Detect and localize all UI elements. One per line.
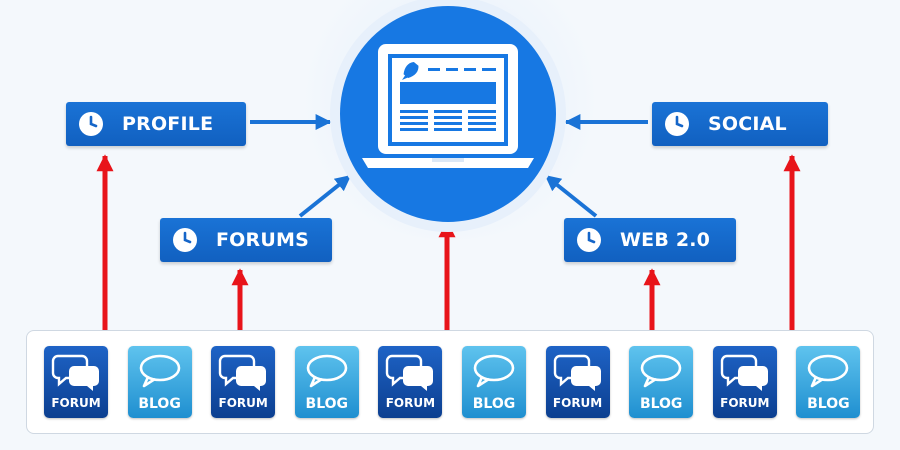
clock-icon xyxy=(79,112,103,136)
arrow-forums-to-hub xyxy=(298,174,352,218)
chat-bubble-icon xyxy=(473,354,515,388)
forum-tile: FORUM xyxy=(44,346,108,418)
blog-tile-label: BLOG xyxy=(639,396,683,412)
forum-tile: FORUM xyxy=(545,346,610,418)
blog-tile: BLOG xyxy=(629,346,694,418)
forum-tile-label: FORUM xyxy=(385,396,436,410)
chat-bubble-icon xyxy=(808,354,849,388)
blog-tile: BLOG xyxy=(127,346,192,418)
rocket-icon xyxy=(402,61,419,80)
arrow-web20-to-hub xyxy=(544,174,598,218)
profile-box: PROFILE xyxy=(66,102,246,146)
profile-label: PROFILE xyxy=(122,113,214,135)
double-chat-bubble-icon xyxy=(720,354,768,391)
forums-label: FORUMS xyxy=(216,229,309,251)
double-chat-bubble-icon xyxy=(218,354,267,391)
chat-bubble-icon xyxy=(139,354,180,388)
laptop-icon xyxy=(362,44,534,168)
blog-tile-label: BLOG xyxy=(807,396,850,412)
clock-icon xyxy=(577,228,601,252)
forum-tile: FORUM xyxy=(211,346,276,418)
blog-tile: BLOG xyxy=(462,346,526,418)
double-chat-bubble-icon xyxy=(51,354,99,391)
forum-tile-label: FORUM xyxy=(51,396,101,410)
forum-tile: FORUM xyxy=(712,346,777,418)
blog-tile-label: BLOG xyxy=(472,396,516,412)
blog-tile-label: BLOG xyxy=(305,396,349,412)
social-label: SOCIAL xyxy=(708,113,787,135)
chat-bubble-icon xyxy=(306,354,348,388)
forum-tile: FORUM xyxy=(378,346,443,418)
web20-label: WEB 2.0 xyxy=(620,229,711,251)
forum-tile-label: FORUM xyxy=(218,396,268,410)
chat-bubble-icon xyxy=(640,354,682,388)
clock-icon xyxy=(173,228,197,252)
forums-box: FORUMS xyxy=(160,218,332,262)
web20-box: WEB 2.0 xyxy=(564,218,736,262)
forum-tile-label: FORUM xyxy=(552,396,603,410)
blog-tile: BLOG xyxy=(796,346,861,418)
clock-icon xyxy=(665,112,689,136)
forum-tile-label: FORUM xyxy=(720,396,770,410)
double-chat-bubble-icon xyxy=(553,354,601,391)
blog-tile-label: BLOG xyxy=(138,396,181,412)
double-chat-bubble-icon xyxy=(386,354,434,391)
blog-tile: BLOG xyxy=(294,346,359,418)
website-hub xyxy=(340,6,556,222)
social-box: SOCIAL xyxy=(652,102,828,146)
